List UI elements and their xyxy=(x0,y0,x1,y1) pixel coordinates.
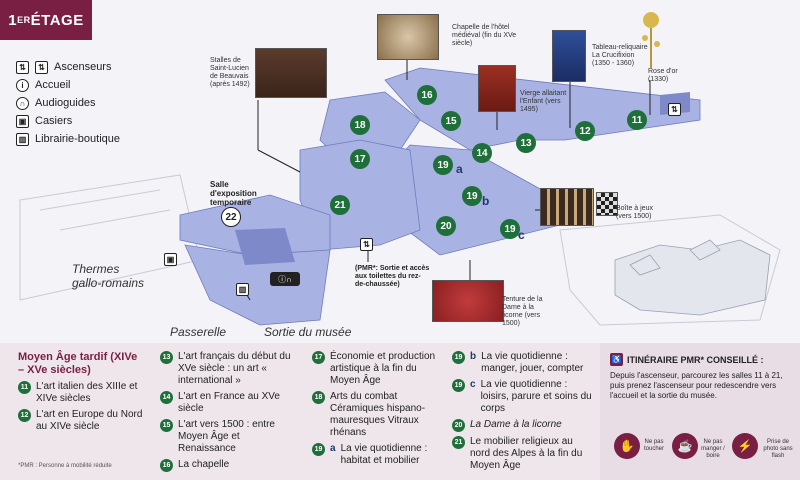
room-16[interactable]: 16 xyxy=(417,85,437,105)
vierge-image xyxy=(478,65,516,112)
room-20[interactable]: 20 xyxy=(436,216,456,236)
book-icon: ▥ xyxy=(16,132,29,146)
passerelle-label: Passerelle xyxy=(170,325,227,339)
room-21[interactable]: 21 xyxy=(330,195,350,215)
salle-expo-label: Salle d'exposition temporaire xyxy=(210,180,257,207)
info-icon: i xyxy=(16,78,29,92)
exit-label: Sortie du musée xyxy=(264,325,352,339)
room-18[interactable]: 18 xyxy=(350,115,370,135)
room-19c-letter: c xyxy=(518,228,525,242)
stalles-caption: Stalles de Saint-Lucien de Beauvais (apr… xyxy=(210,57,250,88)
headphones-icon: ∩ xyxy=(16,96,29,110)
room-19a[interactable]: 19 xyxy=(433,155,453,175)
hotel-cluny-sketch xyxy=(614,239,771,316)
book-icon[interactable]: ▥ xyxy=(236,283,249,296)
elevator-icon[interactable]: ⇅ xyxy=(360,238,373,251)
rooms xyxy=(179,67,701,326)
no-food-icon: ☕ xyxy=(672,433,698,459)
tableau-caption: Tableau-reliquaire : La Crucifixion (135… xyxy=(592,44,652,67)
room-22[interactable]: 22 xyxy=(221,207,241,227)
background-outline xyxy=(19,174,781,326)
section-title: Moyen Âge tardif (XIVe – XVe siècles) xyxy=(18,351,138,376)
room-19b[interactable]: 19 xyxy=(462,186,482,206)
vierge-caption: Vierge allaitant l'Enfant (vers 1495) xyxy=(520,90,567,113)
room-17[interactable]: 17 xyxy=(350,149,370,169)
legend-audioguides: ∩Audioguides xyxy=(16,94,120,112)
floor-plan xyxy=(19,60,781,326)
legend-shop: ▥Librairie-boutique xyxy=(16,130,120,148)
pmr-itinerary: ♿ ITINÉRAIRE PMR* CONSEILLÉ : Depuis l'a… xyxy=(600,343,800,480)
pmr-title: ITINÉRAIRE PMR* CONSEILLÉ : xyxy=(627,354,764,365)
legend-lockers: ▣Casiers xyxy=(16,112,120,130)
room-19a-letter: a xyxy=(456,162,463,176)
no-touch-icon: ✋ xyxy=(614,433,640,459)
elevator-icon[interactable]: ⇅ xyxy=(668,103,681,116)
pmr-footnote: *PMR : Personne à mobilité réduite xyxy=(18,463,112,469)
thermes-label: Thermes gallo-romains xyxy=(72,262,145,290)
boite-image xyxy=(540,188,594,226)
elevator-icon: ⇅ xyxy=(16,60,29,74)
elevator-icon: ⇅ xyxy=(35,60,48,74)
room-15[interactable]: 15 xyxy=(441,111,461,131)
room-19c[interactable]: 19 xyxy=(500,219,520,239)
pmr-text: Depuis l'ascenseur, parcourez les salles… xyxy=(610,371,783,400)
pmr-note: (PMR*: Sortie et accès aux toilettes du … xyxy=(355,265,430,288)
tableau-image xyxy=(552,30,586,82)
stalles-image xyxy=(255,48,327,98)
rose-caption: Rose d'or (1330) xyxy=(648,68,678,83)
room-12[interactable]: 12 xyxy=(575,121,595,141)
no-flash-icon: ⚡ xyxy=(732,433,758,459)
tenture-image xyxy=(432,280,504,322)
legend-elevators: ⇅⇅Ascenseurs xyxy=(16,58,120,76)
reception-audioguides-icon[interactable]: ⓘ∩ xyxy=(270,272,300,286)
room-19b-letter: b xyxy=(482,194,490,208)
chapelle-image xyxy=(377,14,439,60)
room-11[interactable]: 11 xyxy=(627,110,647,130)
rose-image xyxy=(640,10,662,70)
locker-icon[interactable]: ▣ xyxy=(164,253,177,266)
boite-caption: Boîte à jeux (vers 1500) xyxy=(616,205,653,220)
room-14[interactable]: 14 xyxy=(472,143,492,163)
chessboard-image xyxy=(596,192,618,216)
wheelchair-icon: ♿ xyxy=(610,353,623,366)
locker-icon: ▣ xyxy=(16,114,29,128)
room-13[interactable]: 13 xyxy=(516,133,536,153)
chapelle-caption: Chapelle de l'hôtel médiéval (fin du XVe… xyxy=(452,24,517,47)
tenture-caption: Tenture de la Dame à la licorne (vers 15… xyxy=(502,296,543,327)
